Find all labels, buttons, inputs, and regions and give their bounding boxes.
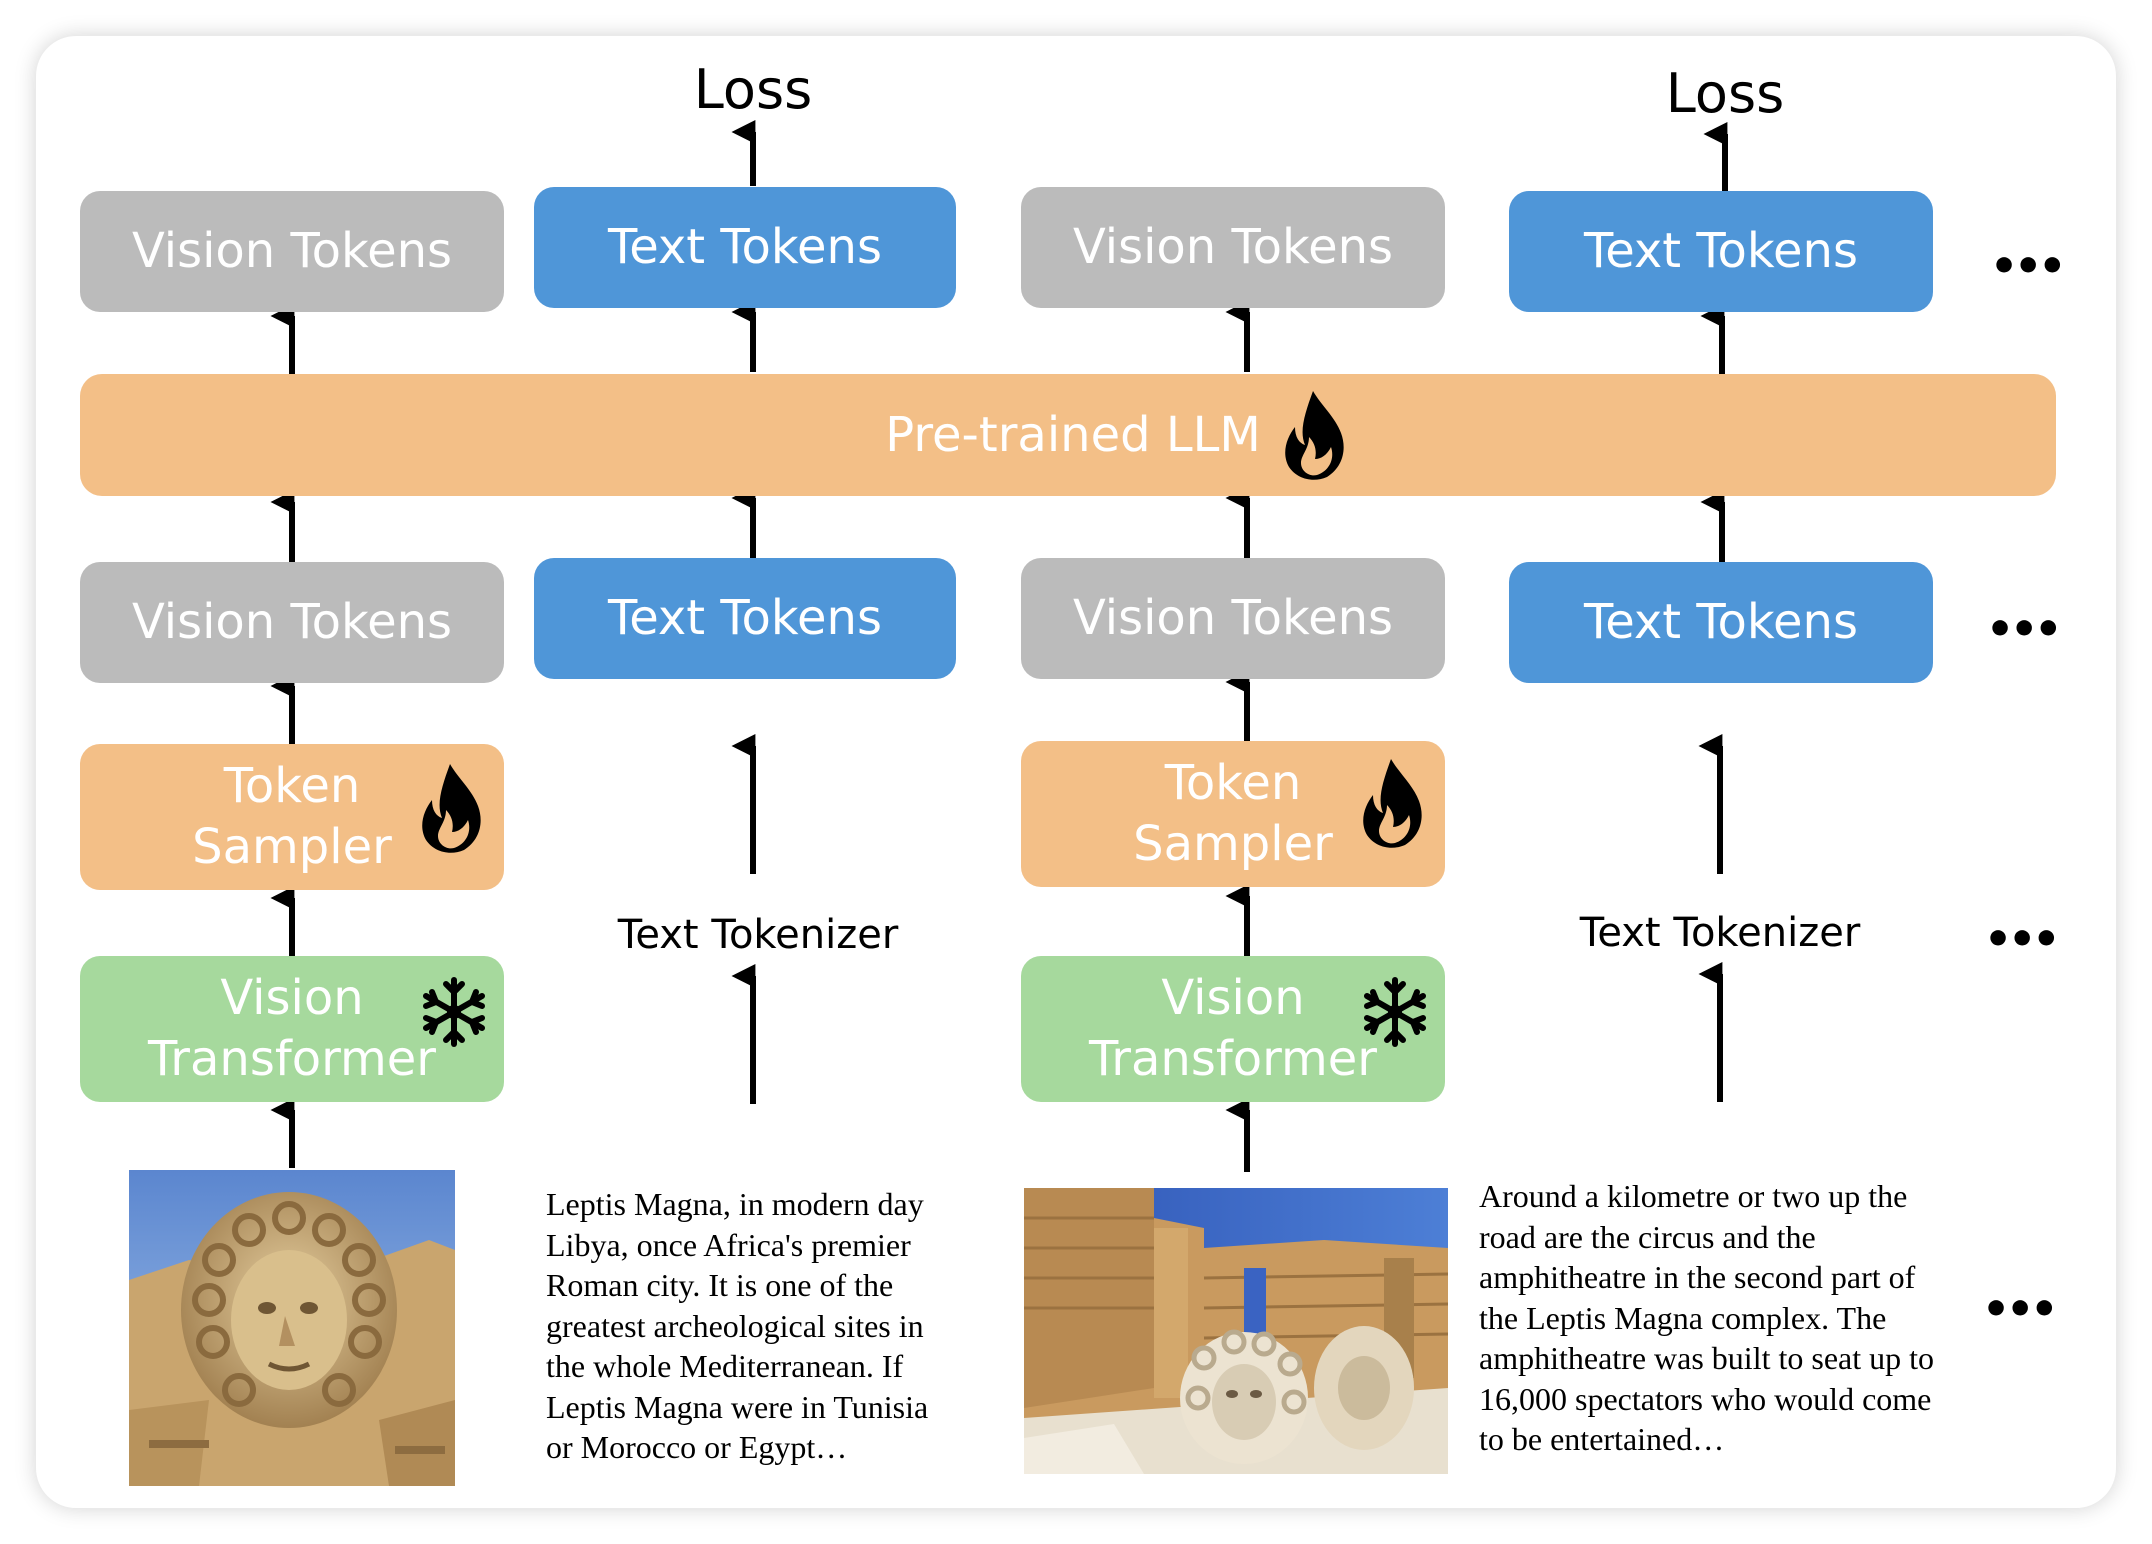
- loss-label-1: Loss: [693, 58, 813, 121]
- input-vision-tokens-2: Vision Tokens: [1021, 558, 1445, 679]
- caption-line: Leptis Magna were in Tunisia: [546, 1388, 929, 1425]
- caption-line: Around a kilometre or two up the: [1479, 1178, 1908, 1214]
- snowflake-icon: [420, 976, 488, 1063]
- output-vision-tokens-2: Vision Tokens: [1021, 187, 1445, 308]
- caption-line: Leptis Magna, in modern day: [546, 1186, 924, 1222]
- ellipsis-mid: •••: [1986, 604, 2062, 655]
- sampler-line2: Sampler: [192, 819, 392, 875]
- token-sampler-1: Token Sampler: [80, 744, 504, 890]
- pretrained-llm: Pre-trained LLM: [80, 374, 2056, 496]
- vit-line2: Transformer: [1088, 1031, 1378, 1087]
- input-text-tokens-2: Text Tokens: [1509, 562, 1933, 683]
- caption-line: road are the circus and the: [1479, 1218, 1816, 1255]
- caption-line: the whole Mediterranean. If: [546, 1348, 904, 1384]
- caption-line: amphitheatre in the second part of: [1479, 1259, 1916, 1295]
- vision-transformer-2: Vision Transformer: [1021, 956, 1445, 1102]
- input-vision-tokens-1: Vision Tokens: [80, 562, 504, 683]
- caption-line: or Morocco or Egypt…: [546, 1429, 848, 1465]
- fire-icon: [1283, 389, 1349, 481]
- output-vision-tokens-1: Vision Tokens: [80, 191, 504, 312]
- vit-line1: Vision: [1161, 970, 1305, 1027]
- ellipsis-tokenizer: •••: [1984, 914, 2060, 965]
- text-tokenizer-1: Text Tokenizer: [617, 912, 899, 958]
- fire-icon: [1361, 757, 1427, 864]
- sampler-line1: Token: [1164, 755, 1302, 812]
- caption-line: greatest archeological sites in: [546, 1307, 924, 1344]
- llm-label: Pre-trained LLM: [885, 406, 1261, 463]
- caption-2: Around a kilometre or two up the road ar…: [1479, 1176, 1979, 1460]
- caption-line: Roman city. It is one of the: [546, 1267, 894, 1303]
- caption-line: 16,000 spectators who would come: [1479, 1380, 1932, 1417]
- output-text-tokens-1: Text Tokens: [534, 187, 956, 308]
- snowflake-icon: [1361, 976, 1429, 1063]
- input-text-tokens-1: Text Tokens: [534, 558, 956, 679]
- vit-line2: Transformer: [147, 1031, 437, 1087]
- caption-line: to be entertained…: [1479, 1421, 1725, 1457]
- vision-transformer-1: Vision Transformer: [80, 956, 504, 1102]
- ellipsis-top: •••: [1990, 241, 2066, 292]
- medusa-photo-1: [129, 1170, 455, 1486]
- output-text-tokens-2: Text Tokens: [1509, 191, 1933, 312]
- caption-line: the Leptis Magna complex. The: [1479, 1299, 1887, 1336]
- token-sampler-2: Token Sampler: [1021, 741, 1445, 887]
- vit-line1: Vision: [220, 970, 364, 1027]
- sampler-line2: Sampler: [1133, 816, 1333, 872]
- sampler-line1: Token: [223, 758, 361, 815]
- text-tokenizer-2: Text Tokenizer: [1579, 910, 1861, 956]
- caption-line: Libya, once Africa's premier: [546, 1226, 911, 1263]
- loss-label-2: Loss: [1665, 62, 1785, 125]
- caption-1: Leptis Magna, in modern day Libya, once …: [546, 1184, 966, 1468]
- ellipsis-bottom: •••: [1982, 1284, 2058, 1335]
- fire-icon: [420, 762, 486, 869]
- ruins-photo-2: [1024, 1188, 1448, 1474]
- caption-line: amphitheatre was built to seat up to: [1479, 1340, 1934, 1376]
